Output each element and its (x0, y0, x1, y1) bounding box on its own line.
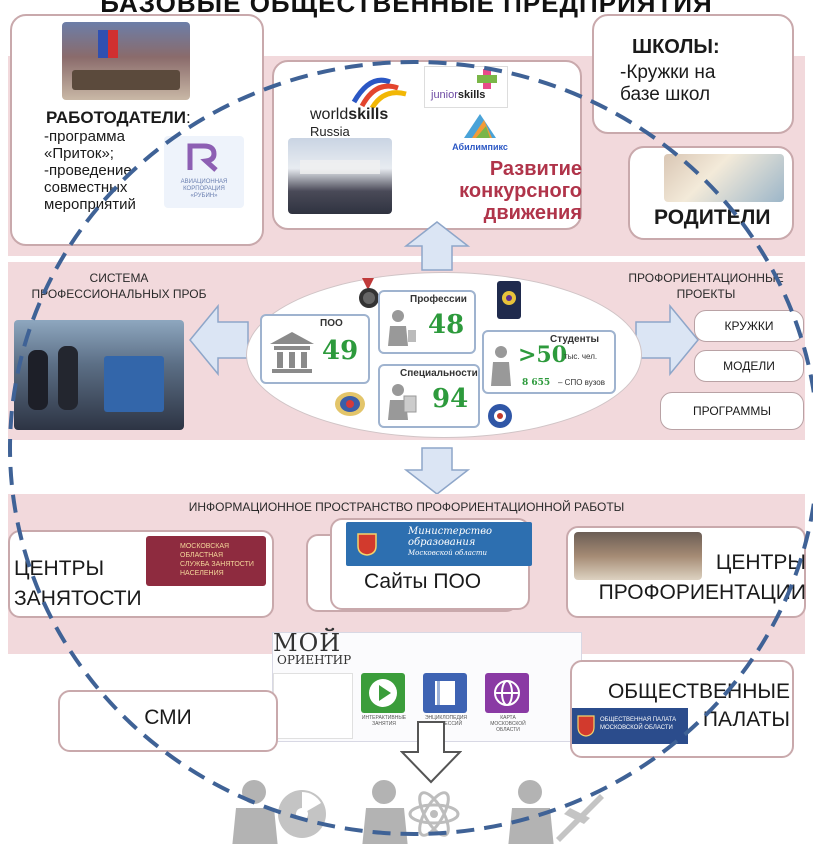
project-item-programs: ПРОГРАММЫ (660, 392, 804, 430)
poo-card: ПОО 49 (260, 314, 370, 384)
career-centers-label: ЦЕНТРЫ ПРОФОРИЕНТАЦИИ (598, 551, 806, 604)
scientist-icon (362, 780, 460, 844)
page-title: БАЗОВЫЕ ОБЩЕСТВЕННЫЕ ПРЕДПРИЯТИЯ (100, 0, 713, 18)
schools-lines: -Кружки на базе школ (620, 62, 716, 105)
juniorskills-logo: juniorskills (424, 66, 508, 108)
students-card: Студенты >50 тыс. чел. 8 655 – СПО вузов (482, 330, 616, 394)
meeting-photo (62, 22, 190, 100)
parents-title: РОДИТЕЛИ (654, 206, 771, 229)
ministry-banner: Министерство образования Московской обла… (346, 522, 532, 566)
arrow-right-icon (635, 303, 699, 377)
students-value: >50 (518, 342, 568, 368)
workshop-photo (14, 320, 184, 430)
projects-title: ПРОФОРИЕНТАЦИОННЫЕ ПРОЕКТЫ (628, 271, 784, 301)
moscow-region-coat-icon (357, 533, 377, 556)
poo-value: 49 (322, 336, 359, 366)
project-item-clubs: КРУЖКИ (694, 310, 804, 342)
play-icon (369, 679, 397, 707)
book-icon (435, 681, 455, 705)
arrow-down-icon (403, 447, 471, 495)
globe-icon (494, 680, 520, 706)
parents-photo (664, 154, 784, 202)
employment-service-logo: МОСКОВСКАЯ ОБЛАСТНАЯ СЛУЖБА ЗАНЯТОСТИ НА… (146, 536, 266, 586)
chamber-coat-icon (577, 715, 595, 737)
worldskills-logo: worldskills Russia (310, 72, 414, 140)
public-chamber-logo: ОБЩЕСТВЕННАЯ ПАЛАТА МОСКОВСКОЙ ОБЛАСТИ (572, 708, 688, 744)
project-item-models: МОДЕЛИ (694, 350, 804, 382)
rubin-logo: АВИАЦИОННАЯ КОРПОРАЦИЯ «РУБИН» (164, 136, 244, 208)
poo-sites-label: Сайты ПОО (364, 570, 482, 593)
aviation-worker-icon (508, 780, 604, 844)
media-label: СМИ (144, 706, 192, 729)
building-icon (270, 332, 314, 373)
competitions-title: Развитие конкурсного движения (459, 158, 582, 224)
rubin-emblem-icon (187, 143, 218, 172)
worker-icon (388, 310, 416, 346)
emblem-gear-icon (488, 404, 512, 428)
abilympics-logo: Абилимпикс (440, 112, 520, 156)
worldskills-swirl-icon (351, 77, 407, 108)
emblem-oval-icon (335, 392, 365, 416)
employment-centers-label: ЦЕНТРЫ ЗАНЯТОСТИ (14, 557, 142, 610)
professions-card: Профессии 48 (378, 290, 476, 354)
arrow-up-icon (403, 221, 471, 271)
emblem-blue-icon (497, 281, 521, 319)
student-icon (491, 346, 511, 386)
professions-value: 48 (428, 310, 465, 340)
competition-team-photo (288, 138, 392, 214)
arrow-down-outline-icon (400, 721, 462, 784)
schools-title: ШКОЛЫ: (632, 36, 720, 58)
specialties-card: Специальности 94 (378, 364, 480, 428)
employers-title: РАБОТОДАТЕЛИ: (46, 108, 191, 127)
abilympics-emblem-icon (464, 114, 496, 138)
nuclear-worker-icon (232, 780, 326, 844)
specialist-icon (388, 384, 417, 420)
specialties-value: 94 (432, 384, 469, 414)
employers-lines: -программа «Приток»; -проведение совмест… (44, 128, 136, 213)
arrow-left-icon (189, 303, 249, 377)
trials-label: СИСТЕМА ПРОФЕССИОНАЛЬНЫХ ПРОБ (31, 271, 207, 301)
info-band-title: ИНФОРМАЦИОННОЕ ПРОСТРАНСТВО ПРОФОРИЕНТАЦ… (188, 500, 625, 514)
